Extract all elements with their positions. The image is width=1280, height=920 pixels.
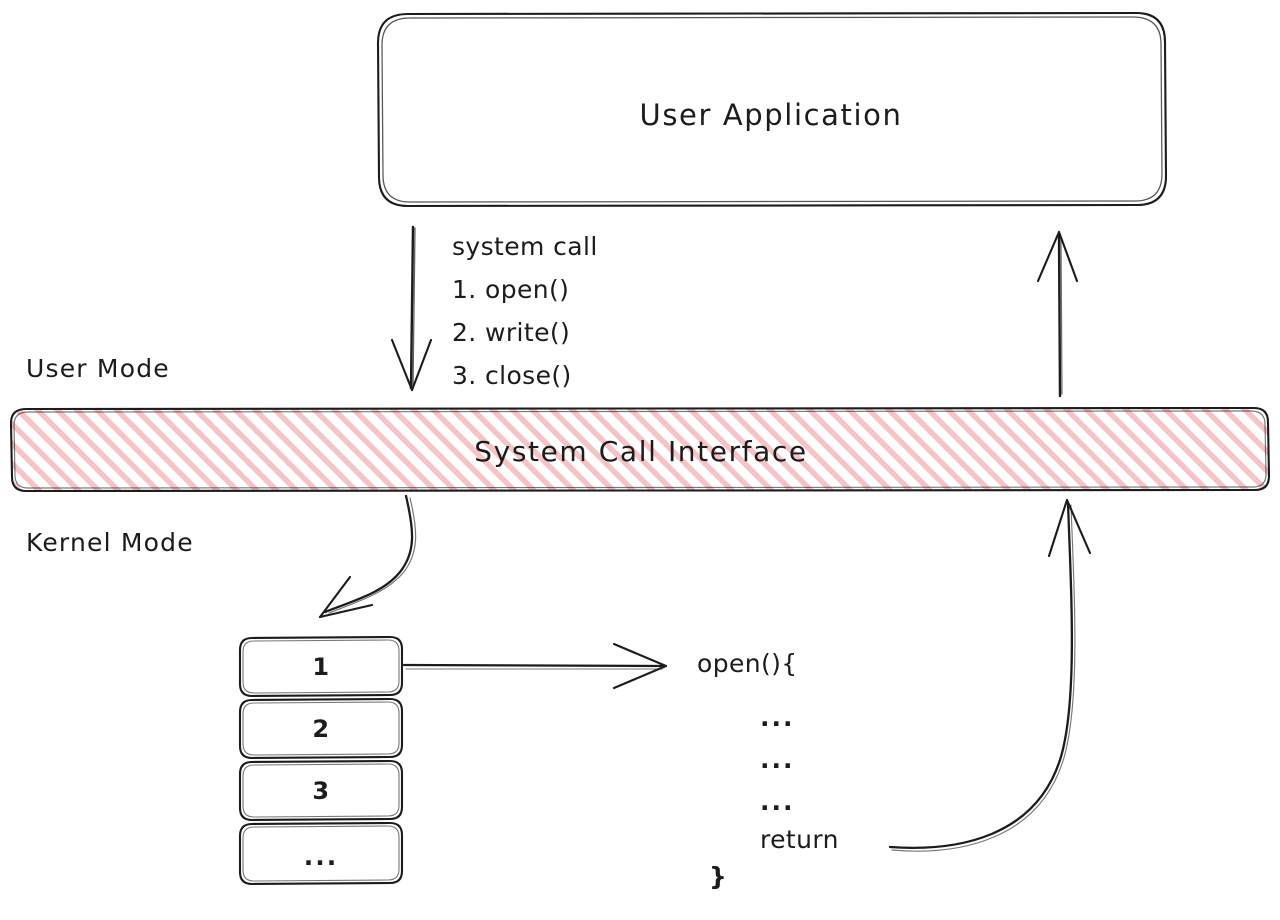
code-return-line: return	[760, 825, 839, 854]
stack-box-3	[238, 759, 404, 822]
stack-box-2	[238, 697, 404, 760]
code-close-line: }	[709, 862, 728, 891]
user-application-box	[376, 11, 1168, 208]
stack-box-label-1: 1	[312, 653, 330, 681]
system-call-interface-bar	[9, 406, 1271, 493]
code-body-line-3: ...	[760, 787, 795, 816]
arrow-right-icon	[402, 642, 668, 690]
code-open-line: open(){	[697, 649, 798, 678]
syscall-step-3: 3. close()	[452, 361, 572, 390]
stack-box-label-2: 2	[312, 715, 330, 743]
user-application-title: User Application	[639, 98, 903, 132]
arrow-down-icon	[390, 225, 433, 392]
stack-box-4	[238, 821, 404, 886]
syscall-step-2: 2. write()	[452, 318, 571, 347]
syscall-heading: system call	[452, 232, 598, 261]
system-call-interface-label: System Call Interface	[474, 435, 808, 468]
user-mode-label: User Mode	[26, 354, 170, 383]
kernel-mode-label: Kernel Mode	[26, 528, 194, 557]
syscall-step-1: 1. open()	[452, 275, 570, 304]
curved-arrow-up-icon	[888, 498, 1092, 852]
curved-arrow-down-left-icon	[318, 494, 417, 619]
stack-box-1	[238, 635, 404, 698]
code-body-line-2: ...	[760, 745, 795, 774]
stack-box-label-3: 3	[312, 777, 330, 805]
arrow-up-icon	[1036, 230, 1079, 398]
stack-box-label-4: ...	[303, 842, 339, 871]
code-body-line-1: ...	[760, 703, 795, 732]
